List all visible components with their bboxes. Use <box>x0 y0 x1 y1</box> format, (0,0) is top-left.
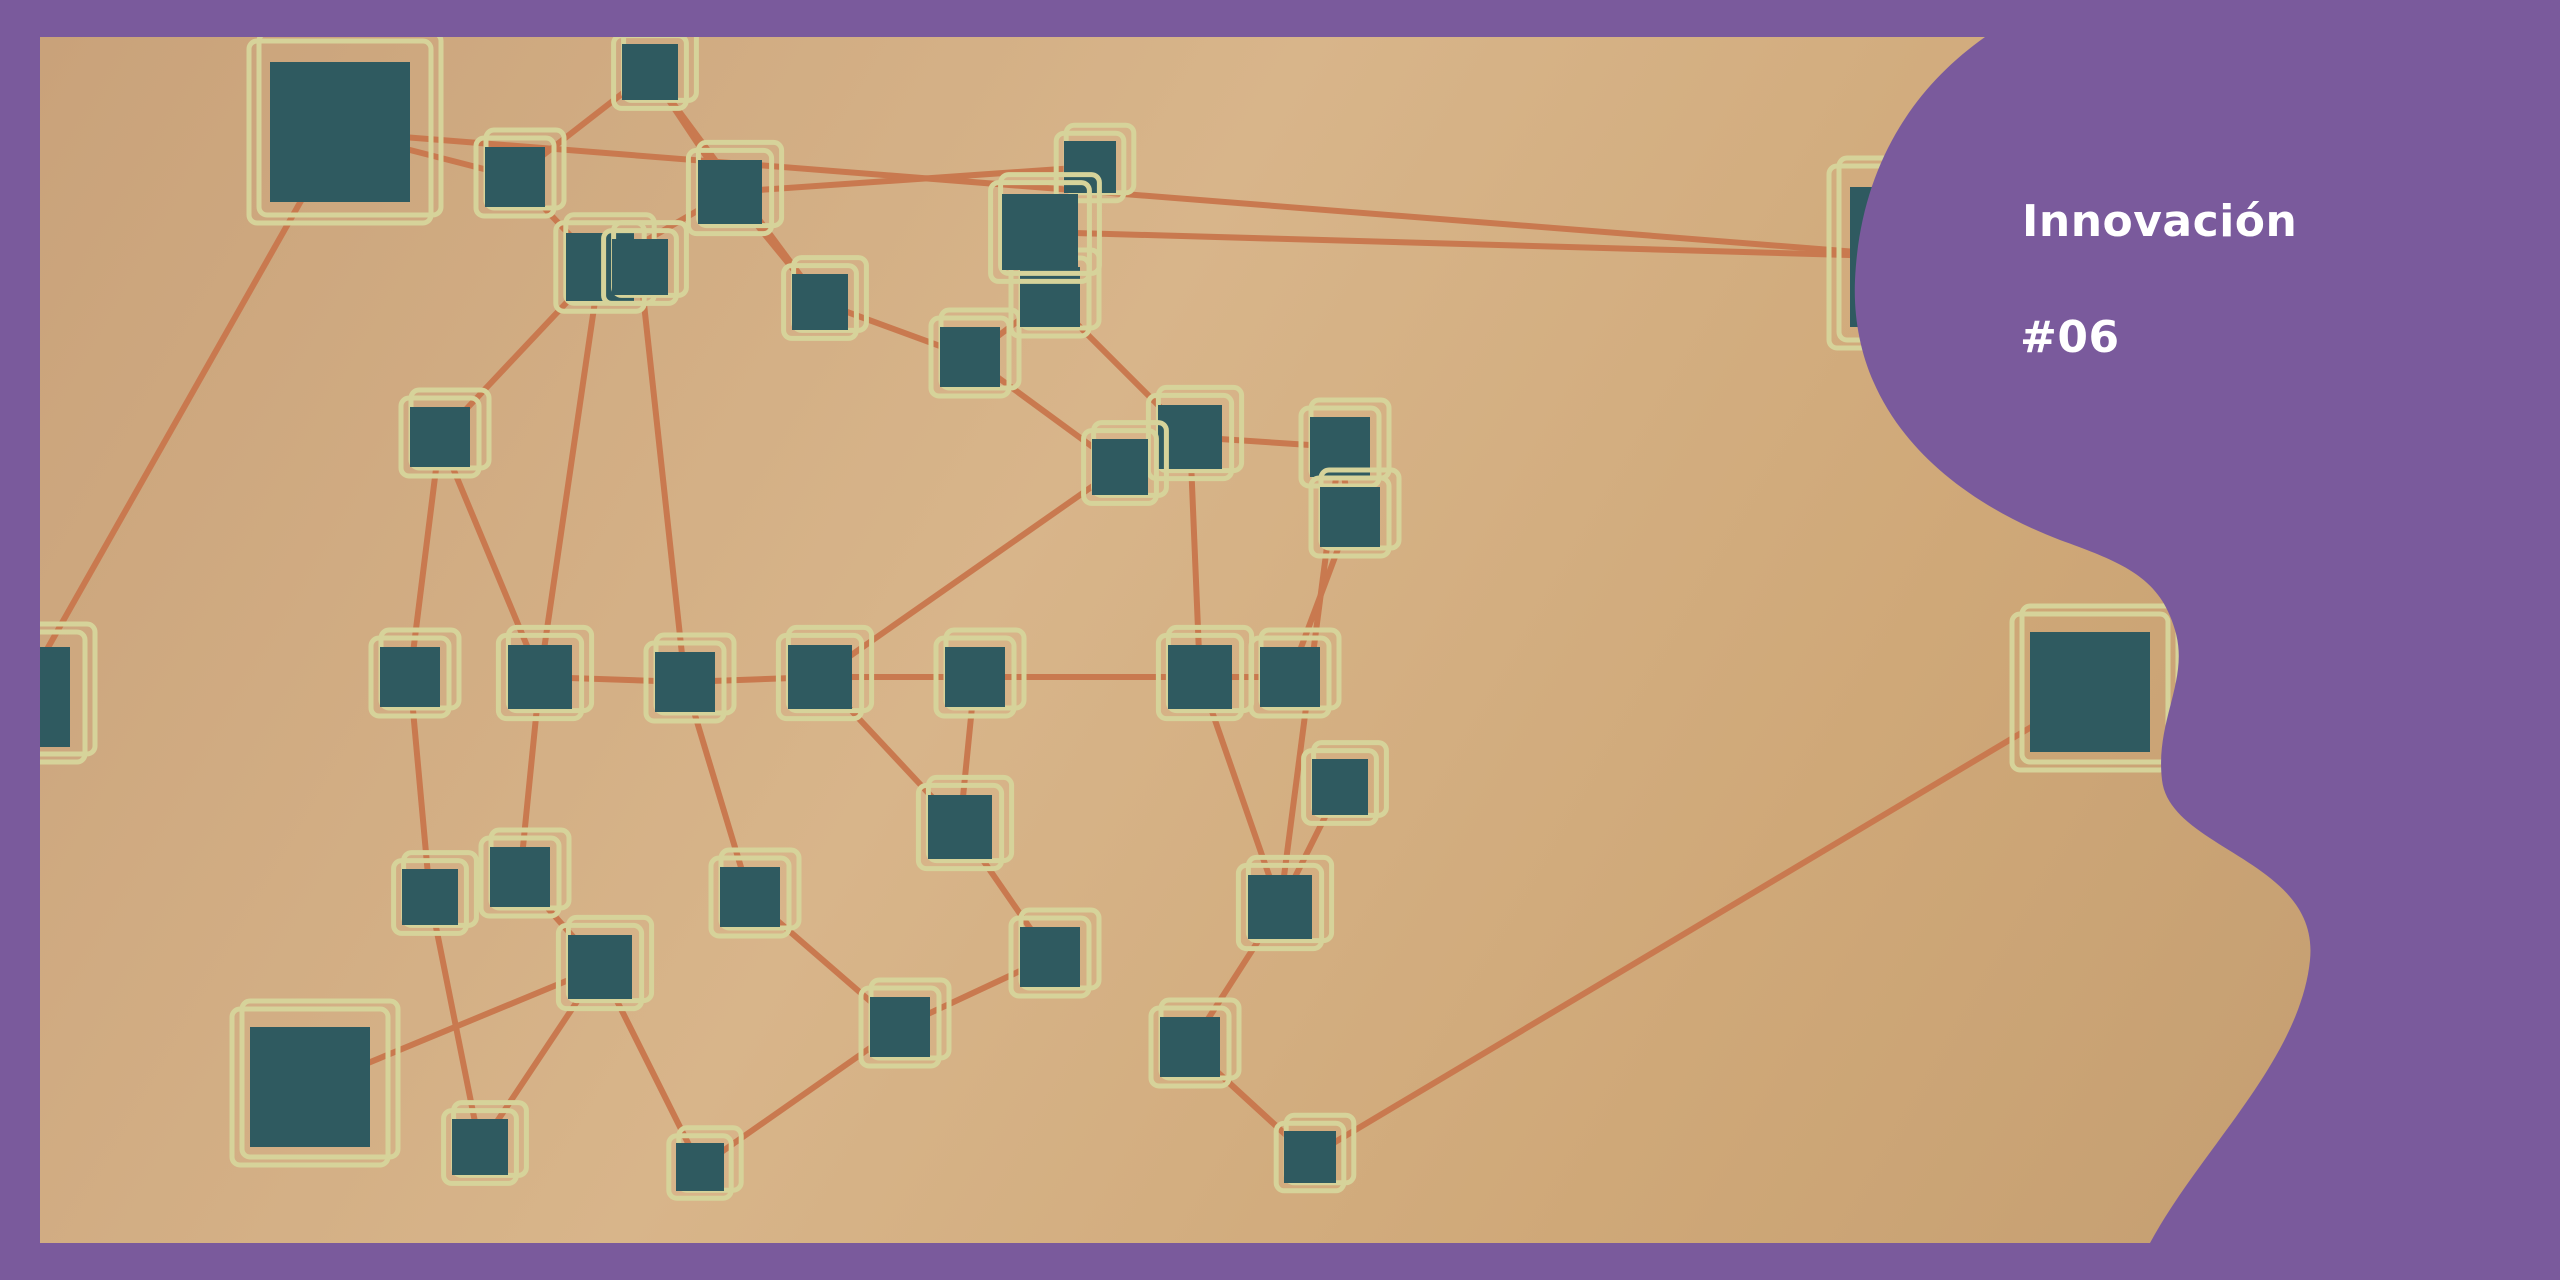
cube-node <box>1273 1112 1357 1194</box>
topic-title: Innovación <box>2022 196 2298 247</box>
issue-number: #06 <box>2020 312 2120 363</box>
cube-node <box>685 139 785 237</box>
cube-node <box>1301 740 1389 826</box>
network-link <box>1197 676 1283 908</box>
cube-node <box>928 307 1022 399</box>
cube-node <box>40 621 98 765</box>
cube-node <box>775 624 875 722</box>
cube-node <box>781 255 869 341</box>
cube-node <box>1248 627 1342 719</box>
cube-node <box>915 774 1015 872</box>
cube-node <box>666 1125 744 1201</box>
cube-node <box>555 914 655 1012</box>
cube-node <box>398 387 492 479</box>
cube-node <box>2009 603 2181 773</box>
cube-node <box>1148 997 1242 1089</box>
cube-node <box>643 632 737 724</box>
cube-node <box>1081 420 1169 506</box>
cube-node <box>858 977 952 1069</box>
cube-node <box>473 127 567 219</box>
network-link <box>427 896 483 1148</box>
cube-node <box>1235 854 1335 952</box>
cube-node <box>708 847 802 939</box>
cube-node <box>495 624 595 722</box>
cube-node <box>229 998 401 1168</box>
network-link <box>40 130 343 668</box>
cube-node <box>1008 907 1102 999</box>
cube-node <box>246 37 444 226</box>
network-link <box>1039 229 1921 260</box>
cube-node <box>611 37 699 111</box>
network-link <box>682 681 753 898</box>
cube-node <box>1308 467 1402 559</box>
network-link <box>339 129 1921 260</box>
cube-node <box>601 220 689 306</box>
network-link <box>1308 689 2092 1160</box>
cube-node <box>391 850 479 936</box>
cube-node <box>933 627 1027 719</box>
network-link <box>637 266 688 683</box>
network-link <box>537 266 603 678</box>
cube-node <box>988 172 1102 284</box>
cube-node <box>478 827 572 919</box>
cube-node <box>368 627 462 719</box>
cube-node <box>441 1100 529 1186</box>
